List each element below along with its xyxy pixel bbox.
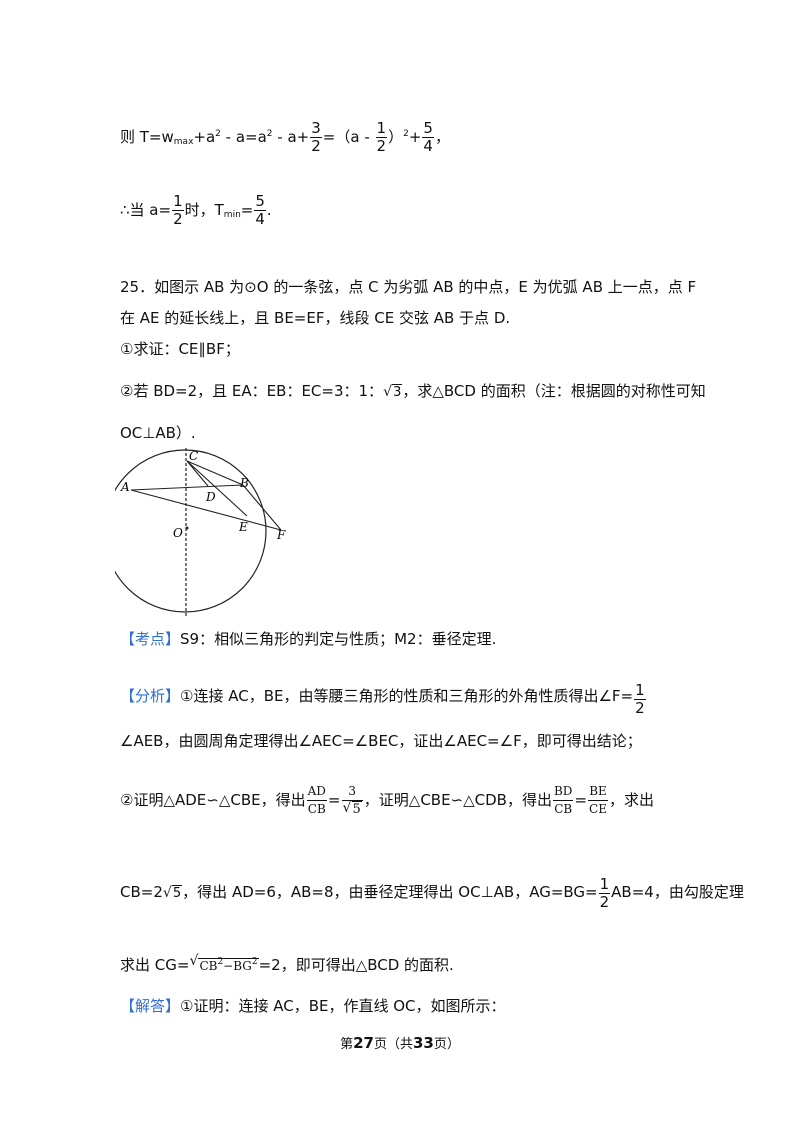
label-e: E — [238, 520, 248, 534]
jieda-tag: 【解答】 — [120, 997, 181, 1015]
label-d: D — [205, 490, 216, 504]
label-b: B — [239, 476, 249, 490]
fenxi-line-3: ②证明△ADE∽△CBE，得出ADCB=35，证明△CBE∽△CDB，得出BDC… — [120, 783, 654, 818]
center-point-o — [185, 526, 189, 530]
kaodian-line: 【考点】S9：相似三角形的判定与性质；M2：垂径定理. — [120, 630, 497, 648]
label-a: A — [120, 480, 130, 494]
page-footer: 第27页（共33页） — [340, 1034, 460, 1052]
sqrt-3: 3 — [383, 382, 403, 403]
fraction-3-sqrt5: 35 — [341, 783, 363, 818]
segment-ce — [186, 460, 248, 517]
fenxi-line-4: CB=25，得出 AD=6，AB=8，由垂径定理得出 OC⊥AB，AG=BG=1… — [120, 876, 744, 911]
chord-ab — [130, 484, 244, 491]
page-number: 27 — [353, 1034, 374, 1052]
segment-cd — [186, 460, 209, 487]
label-f: F — [276, 528, 286, 542]
problem-line-4: ②若 BD=2，且 EA：EB：EC=3：1：3，求△BCD 的面积（注：根据圆… — [120, 381, 706, 403]
page-total: 33 — [413, 1034, 434, 1052]
fenxi-tag: 【分析】 — [120, 687, 181, 705]
kaodian-tag: 【考点】 — [120, 630, 181, 648]
segment-af — [130, 489, 282, 531]
jieda-line: 【解答】①证明：连接 AC，BE，作直线 OC，如图所示： — [120, 997, 506, 1015]
problem-line-3: ①求证：CE∥BF； — [120, 340, 240, 358]
label-o: O — [173, 526, 183, 540]
circle-o — [115, 449, 267, 613]
fenxi-line-2: ∠AEB，由圆周角定理得出∠AEC=∠BEC，证出∠AEC=∠F，即可得出结论； — [120, 732, 642, 750]
problem-line-2: 在 AE 的延长线上，且 BE=EF，线段 CE 交弦 AB 于点 D. — [120, 309, 511, 327]
circle-geometry-figure: A C B D E F O — [115, 448, 286, 618]
segment-cb — [186, 460, 244, 486]
label-c: C — [189, 449, 198, 463]
sqrt-cb2-bg2: CB2−BG2 — [189, 951, 259, 976]
segment-bf — [242, 484, 282, 531]
problem-line-5: OC⊥AB）. — [120, 424, 196, 442]
sqrt-5: 5 — [163, 883, 183, 904]
fenxi-line-5: 求出 CG=CB2−BG2=2，即可得出△BCD 的面积. — [120, 951, 454, 976]
problem-line-1: 25．如图示 AB 为⊙O 的一条弦，点 C 为劣弧 AB 的中点，E 为优弧 … — [120, 278, 697, 296]
